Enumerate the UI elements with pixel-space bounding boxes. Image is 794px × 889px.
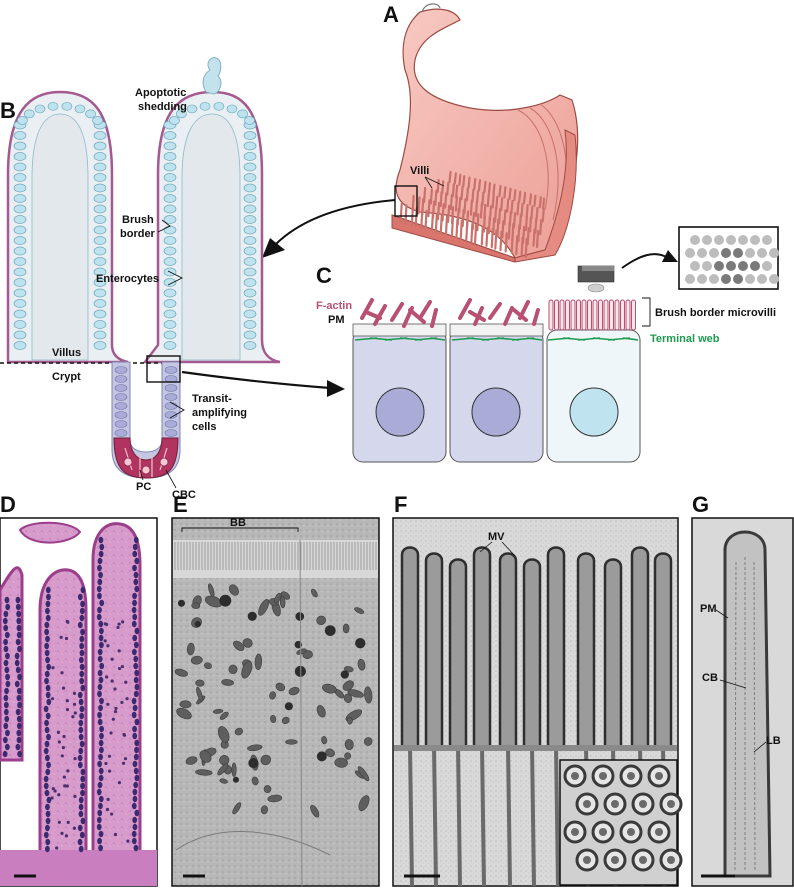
panel-b-letter: B bbox=[0, 98, 16, 123]
em-microvilli-longitudinal bbox=[394, 546, 677, 887]
transit-label-line1: Transit- bbox=[192, 393, 232, 405]
terminal-web-label: Terminal web bbox=[650, 333, 720, 345]
apoptotic-label-line1: Apoptotic bbox=[135, 87, 186, 99]
nucleus-3 bbox=[569, 387, 619, 437]
panel-b: B Apoptotic shedding Brush border Entero… bbox=[0, 57, 345, 501]
arrow-a-to-b bbox=[274, 199, 396, 246]
nucleus-1 bbox=[375, 387, 425, 437]
panel-f: F MV bbox=[392, 492, 683, 887]
panel-d: D bbox=[0, 492, 158, 887]
single-microvillus bbox=[723, 530, 772, 878]
brush-border-microvilli-label: Brush border microvilli bbox=[655, 307, 776, 319]
bb-label: BB bbox=[230, 517, 246, 529]
arrow-to-cross-section bbox=[621, 253, 669, 269]
panel-e: E BB bbox=[171, 492, 380, 887]
pm-label-g: PM bbox=[700, 603, 717, 615]
panel-d-letter: D bbox=[0, 492, 16, 517]
panel-a: A Villi bbox=[262, 2, 579, 263]
villus-label: Villus bbox=[52, 347, 81, 359]
crypt-cells bbox=[114, 366, 178, 437]
panel-a-letter: A bbox=[383, 2, 399, 27]
brush-border-microvilli bbox=[548, 299, 636, 331]
cbc-label: CBC bbox=[172, 489, 196, 501]
mv-label: MV bbox=[488, 531, 505, 543]
factin-bundles-immature bbox=[360, 298, 540, 328]
panel-g-letter: G bbox=[692, 492, 709, 517]
intestine-wall bbox=[391, 129, 577, 263]
enterocyte-cells bbox=[13, 101, 257, 350]
panel-e-letter: E bbox=[173, 492, 188, 517]
pm-label-c: PM bbox=[328, 314, 345, 326]
panel-c: C F-actin PM Brush border microvilli Ter… bbox=[316, 226, 779, 463]
arrow-b-to-c bbox=[181, 370, 331, 390]
panel-g: G PM CB LB bbox=[691, 492, 794, 887]
paneth-cells bbox=[113, 437, 179, 479]
crypt-label: Crypt bbox=[52, 371, 81, 383]
brush-border-label-line2: border bbox=[120, 228, 156, 240]
zoom-box-b bbox=[146, 355, 181, 383]
panel-c-letter: C bbox=[316, 263, 332, 288]
microvilli-cross-section bbox=[685, 235, 779, 284]
panel-e-frame bbox=[171, 517, 380, 887]
cb-label: CB bbox=[702, 672, 718, 684]
transit-label-line2: amplifying bbox=[192, 407, 247, 419]
brush-border-label-line1: Brush bbox=[122, 214, 154, 226]
apoptotic-cell bbox=[202, 57, 222, 95]
villi-label: Villi bbox=[410, 165, 429, 177]
transit-label-line3: cells bbox=[192, 421, 216, 433]
pc-label: PC bbox=[136, 481, 151, 493]
apoptotic-label-line2: shedding bbox=[138, 101, 187, 113]
lb-label: LB bbox=[766, 735, 781, 747]
panel-f-letter: F bbox=[394, 492, 407, 517]
microscope-icon bbox=[577, 265, 615, 293]
enterocytes-label: Enterocytes bbox=[96, 273, 159, 285]
histology-he-image bbox=[0, 521, 157, 886]
nucleus-2 bbox=[471, 387, 521, 437]
factin-label: F-actin bbox=[316, 300, 352, 312]
villi-field bbox=[399, 170, 546, 259]
terminal-web bbox=[354, 337, 639, 341]
